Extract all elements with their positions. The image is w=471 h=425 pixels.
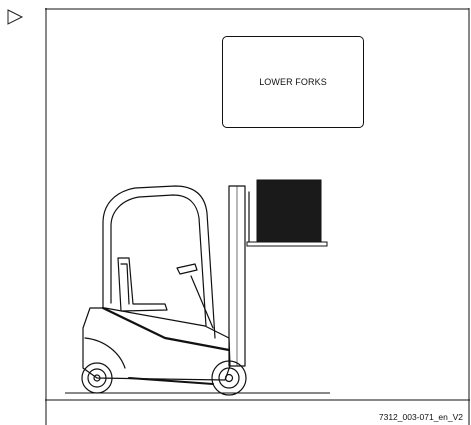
seat [118, 258, 167, 311]
instruction-label: LOWER FORKS [259, 77, 327, 87]
step-marker-triangle-icon [6, 8, 24, 26]
load-block [257, 180, 321, 242]
steering-wheel [177, 264, 197, 274]
instruction-callout: LOWER FORKS [222, 36, 364, 128]
figure-id-caption: 7312_003-071_en_V2 [379, 412, 463, 422]
fork-tines [247, 242, 327, 246]
